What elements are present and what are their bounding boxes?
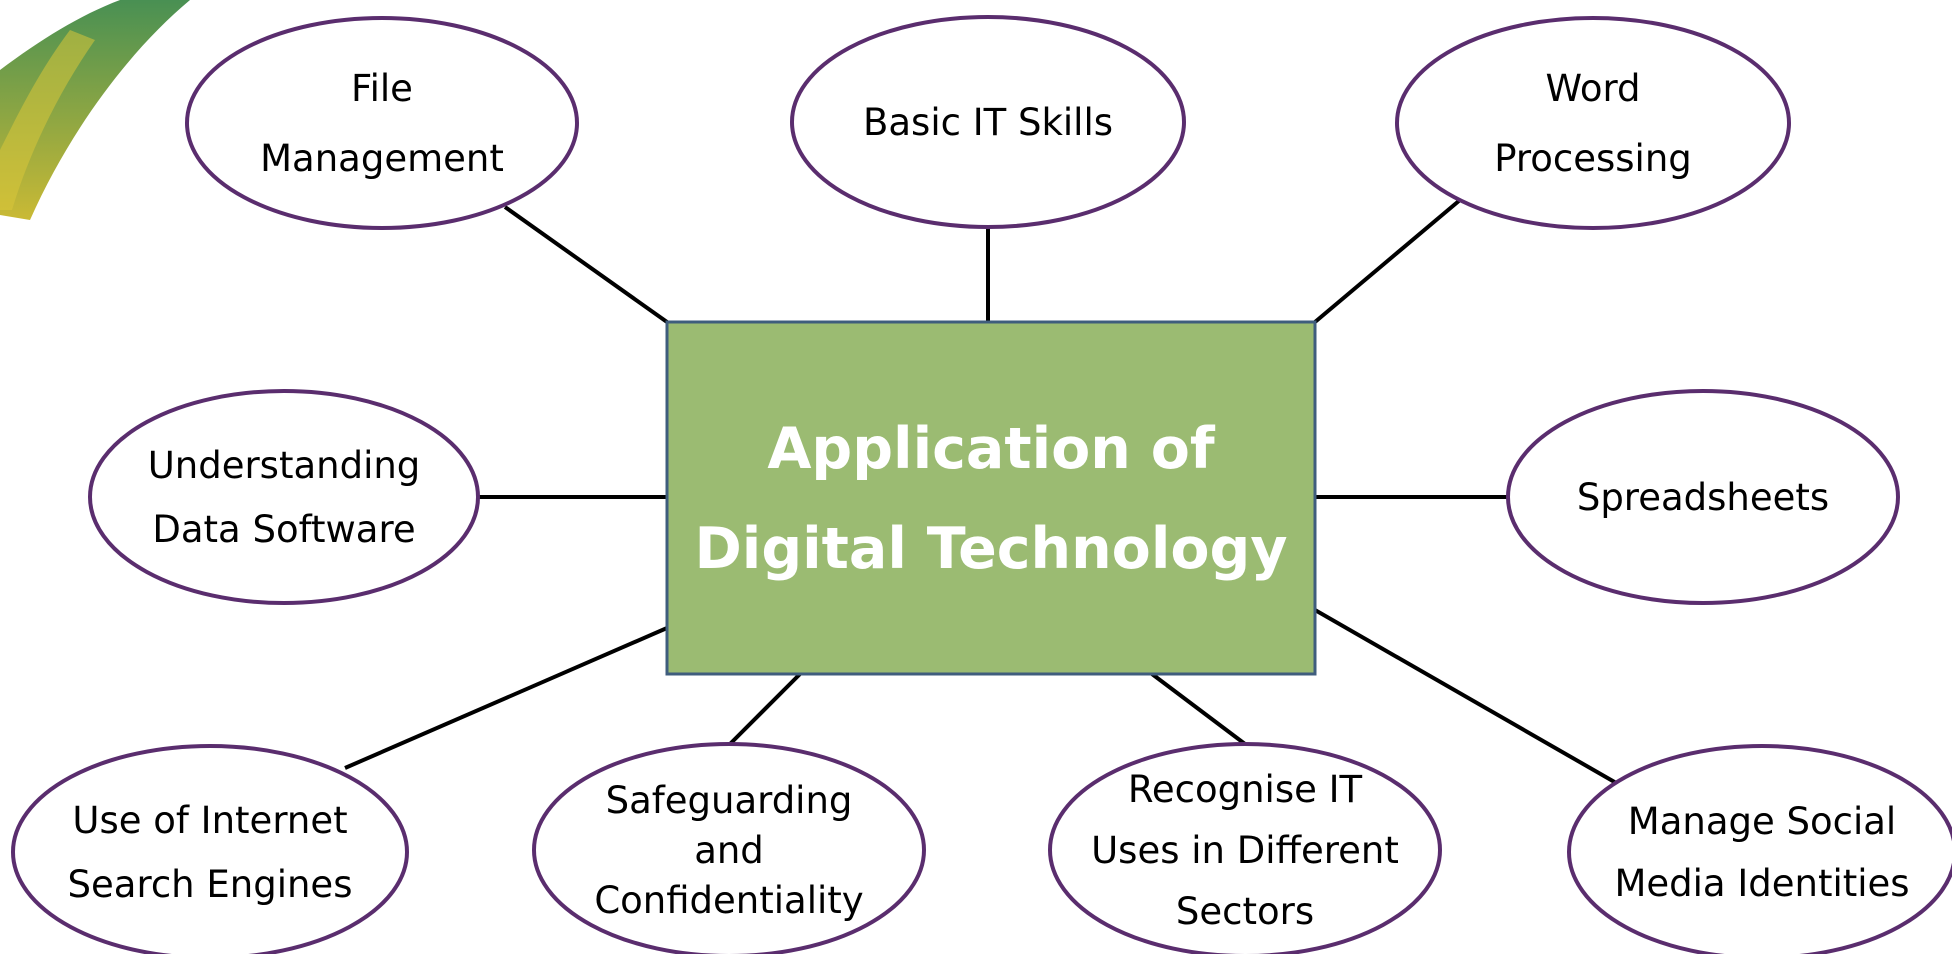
decorative-swoosh — [0, 0, 190, 220]
node-label-line: Sectors — [1176, 890, 1314, 933]
node-label-line: Safeguarding — [606, 779, 853, 822]
node-ellipse — [88, 389, 480, 605]
hub-title: Application of Digital Technology — [694, 416, 1287, 582]
connector-file-management — [503, 205, 669, 324]
node-label-line: Basic IT Skills — [863, 101, 1113, 144]
node-label-line: and — [694, 829, 764, 872]
node-label-line: Search Engines — [68, 863, 353, 906]
connector-lines — [344, 198, 1619, 786]
hub-title-line: Digital Technology — [694, 516, 1287, 582]
node-label: Spreadsheets — [1577, 476, 1829, 519]
node-basic-it-skills: Basic IT Skills — [790, 15, 1186, 229]
node-ellipse — [185, 16, 579, 230]
node-label-line: Management — [260, 137, 504, 180]
node-ellipse — [11, 744, 409, 954]
node-label-line: Processing — [1494, 137, 1692, 180]
node-ellipse — [1567, 744, 1952, 954]
connector-manage-social-media — [1314, 608, 1619, 786]
connector-internet-search-engines — [344, 626, 668, 770]
node-label-line: Spreadsheets — [1577, 476, 1829, 519]
node-label-line: Recognise IT — [1128, 768, 1363, 811]
decorative-swoosh-highlight — [0, 30, 95, 210]
node-label-line: Understanding — [148, 444, 421, 487]
connector-recognise-it-uses — [1150, 672, 1247, 746]
node-label-line: Confidentiality — [594, 879, 863, 922]
node-label: Basic IT Skills — [863, 101, 1113, 144]
node-label-line: Uses in Different — [1091, 829, 1399, 872]
node-ellipse — [790, 15, 1186, 229]
node-ellipse — [1048, 742, 1442, 954]
connector-safeguarding-confidentiality — [728, 672, 802, 746]
connector-word-processing — [1313, 198, 1462, 324]
node-ellipse — [1506, 389, 1900, 605]
node-label-line: Media Identities — [1614, 862, 1909, 905]
node-label-line: Word — [1545, 67, 1640, 110]
hub-title-line: Application of — [767, 416, 1216, 482]
node-spreadsheets: Spreadsheets — [1506, 389, 1900, 605]
node-label-line: Manage Social — [1628, 800, 1896, 843]
hub-box — [665, 320, 1317, 676]
node-label-line: File — [351, 67, 413, 110]
node-label-line: Data Software — [152, 508, 415, 551]
node-ellipse — [532, 742, 926, 954]
central-hub: Application of Digital Technology — [665, 320, 1317, 676]
node-ellipse — [1395, 16, 1791, 230]
node-label-line: Use of Internet — [72, 799, 347, 842]
